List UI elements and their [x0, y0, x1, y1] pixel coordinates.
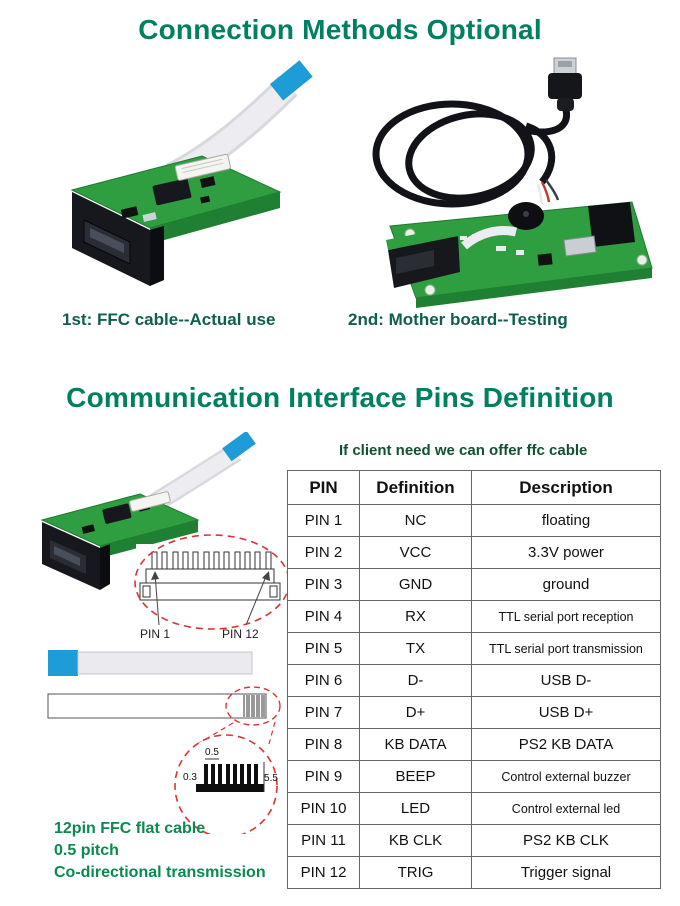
table-row: PIN 4 RX TTL serial port reception: [287, 600, 661, 633]
table-row: PIN 1 NC floating: [287, 504, 661, 537]
section2-title: Communication Interface Pins Definition: [66, 382, 614, 413]
scanner-housing: [72, 192, 164, 286]
ribbon-blue-tip: [269, 60, 313, 101]
zoom-contacts: [204, 764, 258, 784]
table-row: PIN 2 VCC 3.3V power: [287, 536, 661, 569]
header-description: Description: [471, 470, 661, 505]
table-header-row: PIN Definition Description: [287, 470, 661, 505]
scanner-pcb: [70, 153, 282, 244]
table-row: PIN 3 GND ground: [287, 568, 661, 601]
usb-cable: [372, 100, 571, 208]
section1-title: Connection Methods Optional: [138, 14, 542, 45]
note-line-2: 0.5 pitch: [54, 842, 119, 859]
ffc-offer-note: If client need we can offer ffc cable: [339, 442, 588, 459]
definition-cell: D-: [359, 664, 472, 697]
table-row: PIN 8 KB DATA PS2 KB DATA: [287, 728, 661, 761]
definition-cell: GND: [359, 568, 472, 601]
ffc-connector: [174, 153, 231, 181]
cable-notes: 12pin FFC flat cable 0.5 pitch Co-direct…: [54, 818, 266, 884]
ffc-cable-outline: [47, 693, 267, 719]
description-cell: Control external buzzer: [471, 760, 661, 793]
contact-highlight-circle: [225, 686, 281, 726]
pin-cell: PIN 5: [287, 632, 360, 665]
usb-socket: [563, 235, 597, 257]
pin-cell: PIN 4: [287, 600, 360, 633]
definition-cell: NC: [359, 504, 472, 537]
definition-cell: RX: [359, 600, 472, 633]
screw-hole: [636, 254, 648, 266]
pin-cell: PIN 6: [287, 664, 360, 697]
definition-cell: D+: [359, 696, 472, 729]
definition-cell: TX: [359, 632, 472, 665]
pin-cell: PIN 12: [287, 856, 360, 889]
pin-cell: PIN 1: [287, 504, 360, 537]
scanner-module-small: [40, 432, 256, 590]
ffc-cable-top-view: [48, 650, 253, 676]
description-cell: PS2 KB DATA: [471, 728, 661, 761]
table-row: PIN 10 LED Control external led: [287, 792, 661, 825]
table-row: PIN 11 KB CLK PS2 KB CLK: [287, 824, 661, 857]
definition-cell: TRIG: [359, 856, 472, 889]
pcb-components: [120, 176, 216, 222]
ribbon-blue-tip: [222, 432, 256, 462]
definition-cell: KB DATA: [359, 728, 472, 761]
dim-width-label: 5.5: [264, 773, 278, 784]
table-row: PIN 9 BEEP Control external buzzer: [287, 760, 661, 793]
table-row: PIN 5 TX TTL serial port transmission: [287, 632, 661, 665]
caption-mother-board: 2nd: Mother board--Testing: [348, 310, 568, 329]
table-row: PIN 12 TRIG Trigger signal: [287, 856, 661, 889]
pin-cell: PIN 9: [287, 760, 360, 793]
description-cell: USB D-: [471, 664, 661, 697]
relay-box: [588, 202, 635, 247]
description-cell: TTL serial port reception: [471, 600, 661, 633]
pin-cell: PIN 8: [287, 728, 360, 761]
connector-wires: [536, 179, 560, 205]
header-pin: PIN: [287, 470, 360, 505]
table-row: PIN 7 D+ USB D+: [287, 696, 661, 729]
module-ribbon: [461, 226, 518, 250]
cable-contacts: [243, 695, 265, 717]
definition-cell: VCC: [359, 536, 472, 569]
definition-cell: BEEP: [359, 760, 472, 793]
description-cell: Control external led: [471, 792, 661, 825]
description-cell: TTL serial port transmission: [471, 632, 661, 665]
pin1-label: PIN 1: [140, 627, 170, 641]
photo-mother-board: [372, 57, 653, 308]
note-line-1: 12pin FFC flat cable: [54, 820, 206, 837]
description-cell: ground: [471, 568, 661, 601]
pin-cell: PIN 3: [287, 568, 360, 601]
photo-ffc-cable-module: [70, 60, 313, 286]
dim-finger-label: 0.3: [183, 772, 197, 783]
pin-cell: PIN 7: [287, 696, 360, 729]
definition-cell: LED: [359, 792, 472, 825]
pin-cell: PIN 2: [287, 536, 360, 569]
screw-hole: [424, 284, 436, 296]
description-cell: 3.3V power: [471, 536, 661, 569]
header-definition: Definition: [359, 470, 472, 505]
cable-end-zoom: 0.5 0.3 5.5: [174, 734, 278, 834]
ribbon-blue-tip: [48, 650, 78, 676]
pin12-label: PIN 12: [222, 627, 259, 641]
description-cell: Trigger signal: [471, 856, 661, 889]
definition-cell: KB CLK: [359, 824, 472, 857]
connector-diagram: PIN 1 PIN 12: [134, 534, 290, 641]
usb-plug: [548, 57, 582, 111]
description-cell: USB D+: [471, 696, 661, 729]
zoom-leader-line: [268, 721, 276, 745]
note-line-3: Co-directional transmission: [54, 864, 266, 881]
pin-cell: PIN 11: [287, 824, 360, 857]
table-row: PIN 6 D- USB D-: [287, 664, 661, 697]
pins-diagram: PIN 1 PIN 12: [40, 432, 290, 834]
mounted-scanner-module: [386, 226, 518, 288]
pin-cell: PIN 10: [287, 792, 360, 825]
mother-board-pcb: [389, 201, 653, 308]
description-cell: floating: [471, 504, 661, 537]
caption-ffc-cable: 1st: FFC cable--Actual use: [62, 310, 276, 329]
dim-pitch-label: 0.5: [205, 747, 219, 758]
pin-definition-table: PIN Definition Description PIN 1 NC floa…: [287, 470, 661, 889]
description-cell: PS2 KB CLK: [471, 824, 661, 857]
